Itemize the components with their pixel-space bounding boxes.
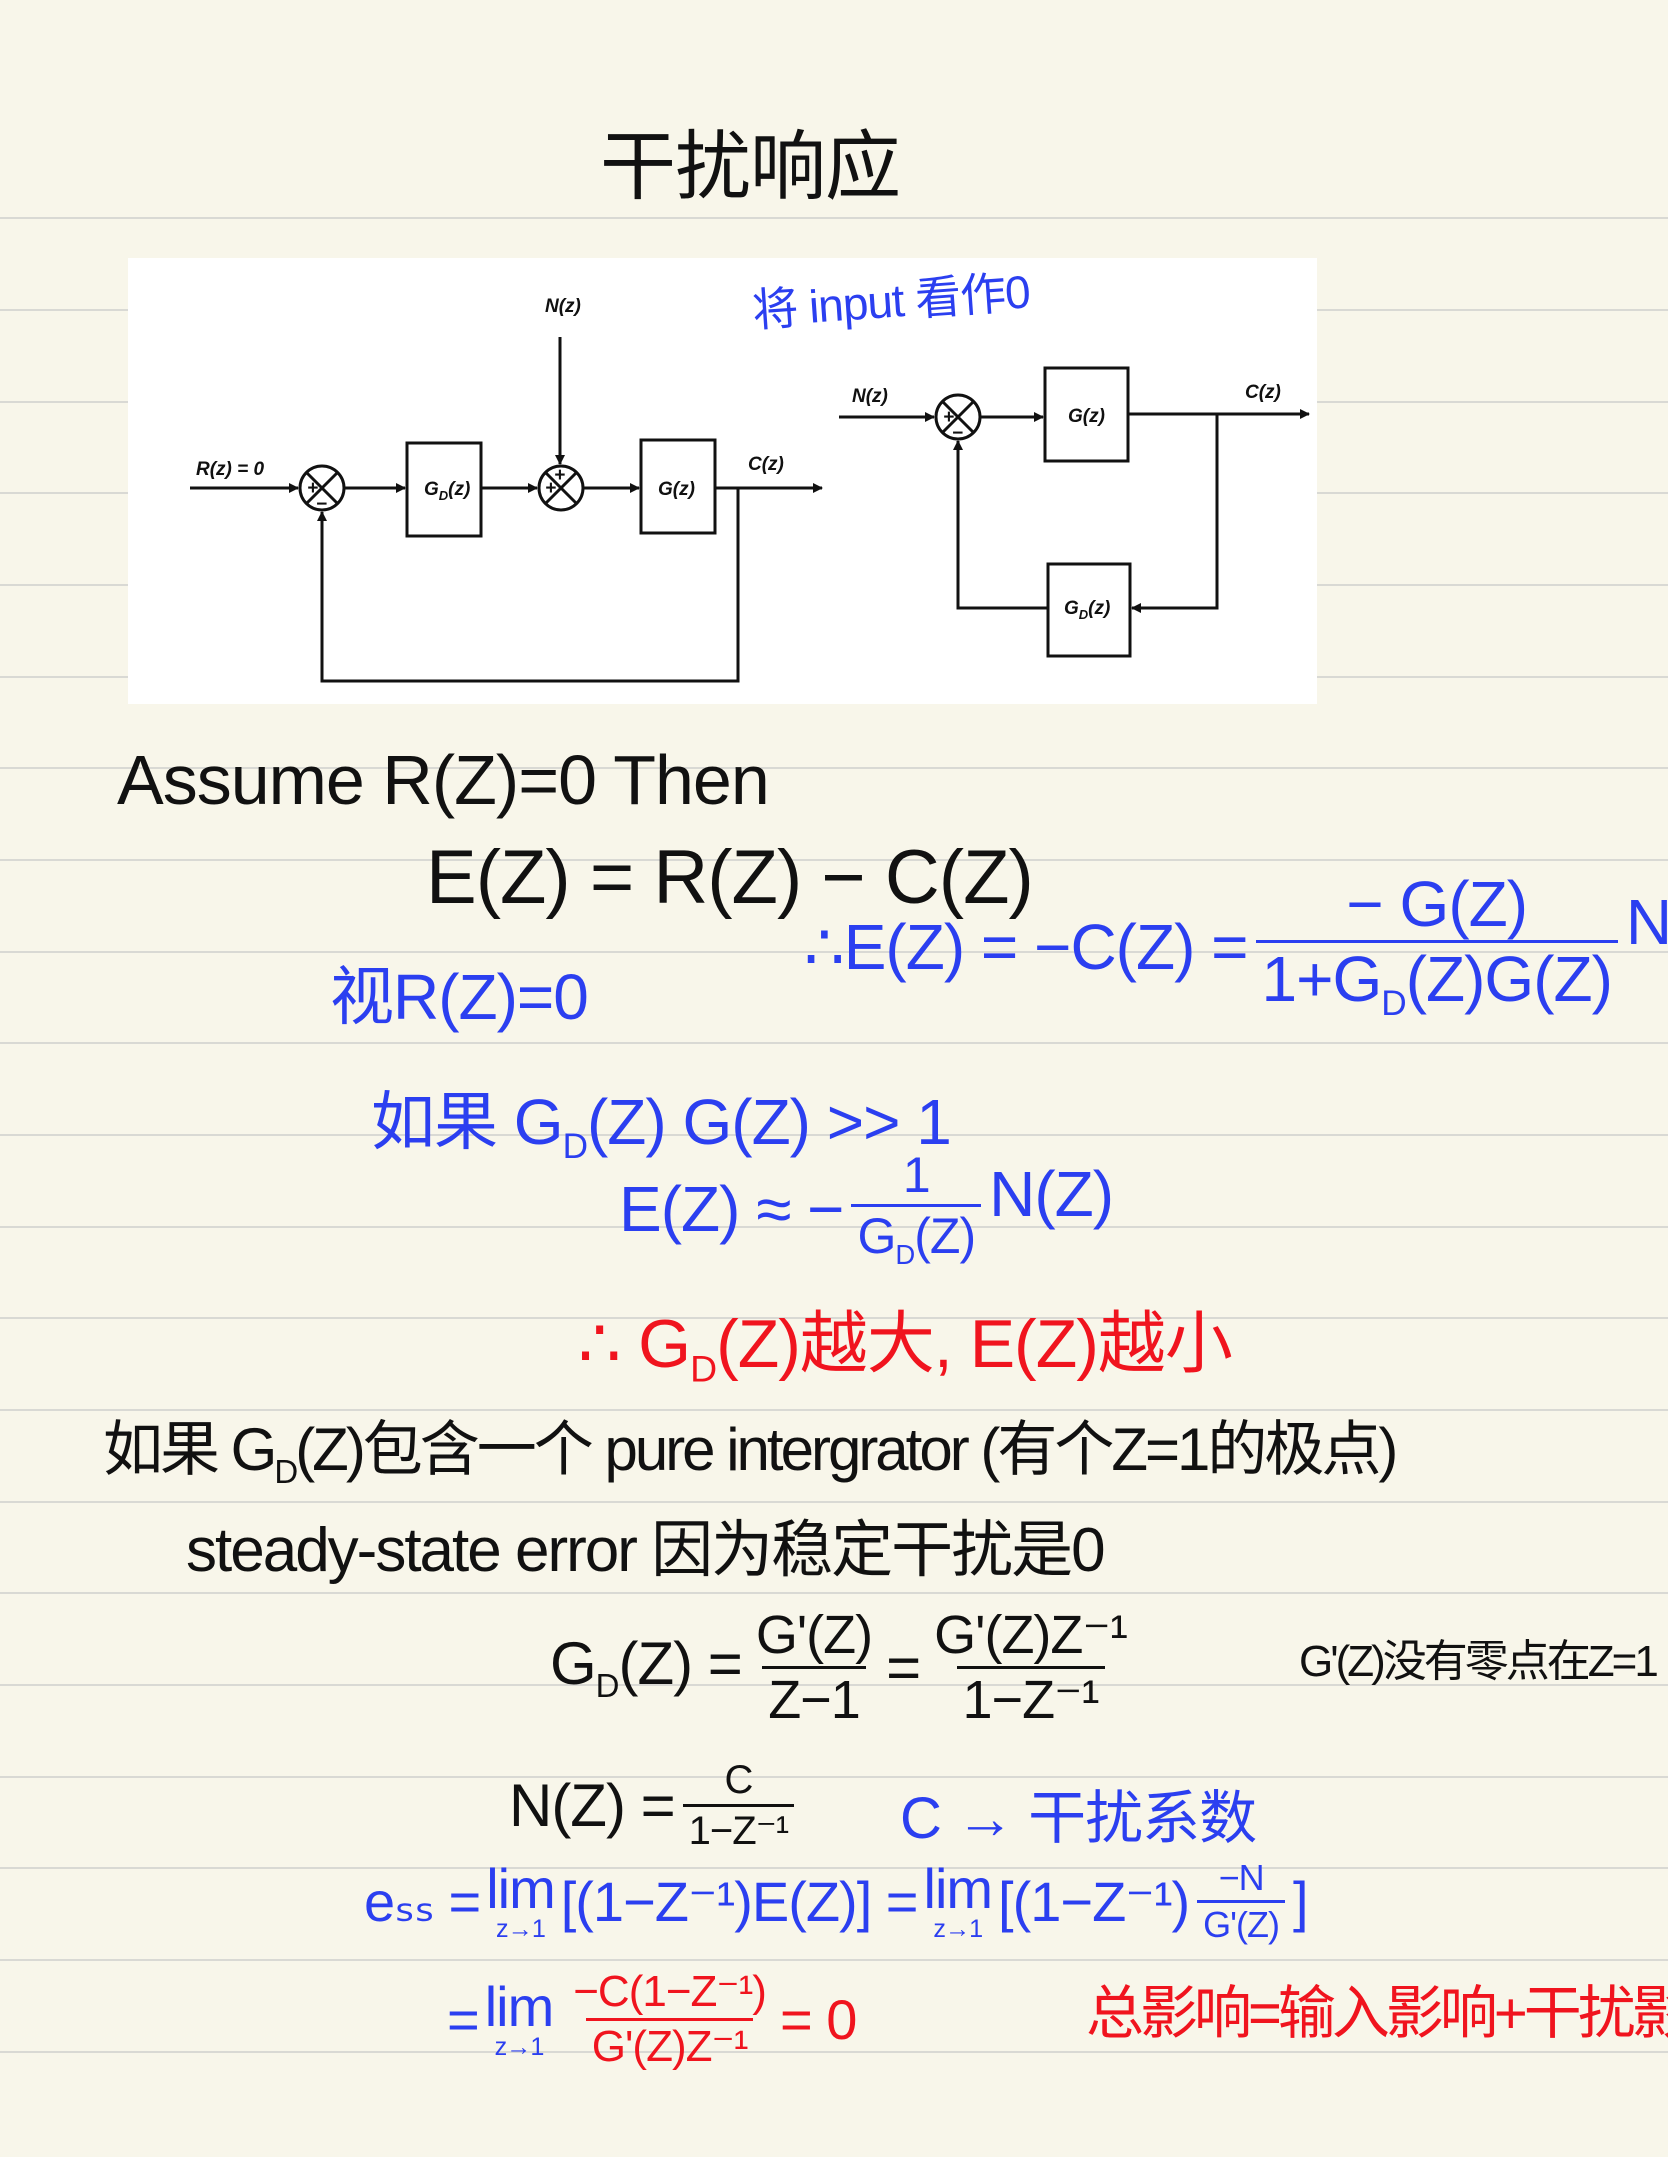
rule-line — [0, 1867, 1668, 1869]
plus-sign: + — [307, 478, 318, 499]
minus-sign: − — [952, 423, 963, 444]
formula-lhs: eₛₛ = — [364, 1869, 481, 1933]
page-title: 干扰响应 — [600, 125, 901, 210]
formula-lhs: E(Z) ≈ − — [619, 1173, 844, 1246]
note-disturbance-coefficient: C → 干扰系数 — [900, 1786, 1257, 1851]
formula-lhs: N(Z) = — [509, 1771, 676, 1839]
rule-line — [0, 1959, 1668, 1961]
numerator: G'(Z) — [755, 1605, 873, 1665]
note-if-high-gain: 如果 GD(Z) G(Z) >> 1 — [371, 1086, 952, 1166]
plus-sign: + — [554, 465, 565, 486]
note-controller-form: GD(Z) = G'(Z) Z−1 = G'(Z)Z⁻¹ 1−Z⁻¹ — [550, 1608, 1141, 1727]
numerator: −N — [1218, 1857, 1265, 1898]
denominator: 1−Z⁻¹ — [682, 1804, 795, 1851]
rule-line — [0, 1134, 1668, 1136]
numerator: 1 — [902, 1147, 931, 1203]
equals-sign: = — [447, 1987, 480, 2051]
formula-bracket-close: ] — [1293, 1869, 1309, 1933]
denominator: 1+GD(Z)G(Z) — [1255, 940, 1618, 1021]
rule-line — [0, 1042, 1668, 1044]
note-error-definition: E(Z) = R(Z) − C(Z) — [426, 835, 1034, 920]
input-label: R(z) = 0 — [196, 459, 265, 480]
fraction: − G(Z) 1+GD(Z)G(Z) — [1255, 868, 1618, 1021]
note-assume: Assume R(Z)=0 Then — [117, 741, 770, 819]
note-total-response: 总影响=输入影响+干扰影响 — [1086, 1981, 1668, 2046]
rule-line — [0, 1409, 1668, 1411]
note-error-formula: ∴E(Z) = −C(Z) = − G(Z) 1+GD(Z)G(Z) N(Z) — [804, 872, 1668, 1021]
note-treat-r-zero: 视R(Z)=0 — [330, 961, 589, 1033]
plus-sign: + — [943, 407, 954, 428]
block-diagram: R(z) = 0 N(z) GD(z) G(z) C(z) + − + + N(… — [128, 258, 1317, 704]
left-loop — [190, 337, 823, 683]
plant-label: G(z) — [658, 479, 695, 500]
rule-line — [0, 859, 1668, 861]
numerator: − G(Z) — [1346, 868, 1528, 940]
rule-line — [0, 951, 1668, 953]
rule-line — [0, 1317, 1668, 1319]
denominator: 1−Z⁻¹ — [956, 1666, 1105, 1727]
formula-lhs: ∴E(Z) = −C(Z) = — [804, 910, 1249, 983]
rule-line — [0, 1226, 1668, 1228]
denominator: GD(Z) — [851, 1204, 982, 1269]
rule-line — [0, 2051, 1668, 2053]
formula-mid: [(1−Z⁻¹)E(Z)] = — [560, 1869, 919, 1933]
plus-sign: + — [545, 478, 556, 499]
rule-line — [0, 1592, 1668, 1594]
fraction: G'(Z) Z−1 — [750, 1608, 878, 1727]
controller-label: GD(z) — [424, 479, 470, 503]
note-no-zero: G'(Z)没有零点在Z=1 — [1299, 1637, 1659, 1686]
formula-lhs: GD(Z) = — [550, 1629, 743, 1704]
rule-line — [0, 1501, 1668, 1503]
output-label: C(z) — [1245, 382, 1281, 403]
feedback-block — [1046, 562, 1132, 658]
minus-sign: − — [316, 494, 327, 515]
rule-line — [0, 1684, 1668, 1686]
equals-sign: = — [886, 1633, 921, 1701]
right-loop — [839, 366, 1310, 658]
numerator: −C(1−Z⁻¹) — [573, 1967, 767, 2016]
fraction: −C(1−Z⁻¹) G'(Z)Z⁻¹ — [567, 1970, 772, 2069]
plant-label: G(z) — [1068, 406, 1105, 427]
numerator: G'(Z)Z⁻¹ — [934, 1605, 1128, 1665]
formula-result: = 0 — [779, 1987, 857, 2051]
denominator: G'(Z)Z⁻¹ — [585, 2018, 754, 2069]
note-disturbance: N(Z) = C 1−Z⁻¹ — [509, 1760, 802, 1851]
numerator: C — [724, 1758, 753, 1802]
note-pure-integrator: 如果 GD(Z)包含一个 pure intergrator (有个Z=1的极点) — [103, 1416, 1398, 1490]
fraction: C 1−Z⁻¹ — [682, 1758, 795, 1851]
formula-tail: N(Z) — [1625, 885, 1668, 958]
rule-line — [0, 1776, 1668, 1778]
fraction: G'(Z)Z⁻¹ 1−Z⁻¹ — [928, 1608, 1133, 1727]
note-approx-error: E(Z) ≈ − 1 GD(Z) N(Z) — [619, 1147, 1114, 1269]
feedback-label: GD(z) — [1064, 598, 1110, 622]
denominator: G'(Z) — [1197, 1900, 1286, 1943]
denominator: Z−1 — [762, 1666, 866, 1727]
noise-input-label: N(z) — [852, 386, 888, 407]
fraction: 1 GD(Z) — [851, 1147, 982, 1269]
note-steady-state: steady-state error 因为稳定干扰是0 — [186, 1516, 1106, 1585]
rule-line — [0, 767, 1668, 769]
rule-line — [0, 217, 1668, 219]
note-conclusion: ∴ GD(Z)越大, E(Z)越小 — [578, 1306, 1233, 1390]
noise-label: N(z) — [545, 296, 581, 317]
fraction: −N G'(Z) — [1197, 1857, 1286, 1943]
formula-tail: N(Z) — [989, 1158, 1114, 1231]
output-label: C(z) — [748, 454, 784, 475]
formula-bracket: [(1−Z⁻¹) — [998, 1869, 1190, 1933]
